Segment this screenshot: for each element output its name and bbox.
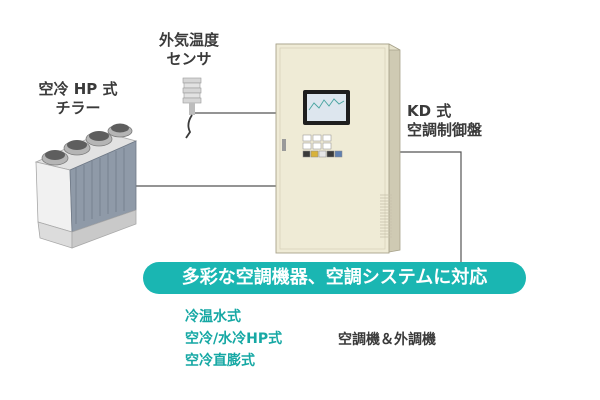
hvac-type-item: 冷温水式 (185, 309, 241, 325)
air-handler-type: 空調機＆外調機 (338, 332, 436, 348)
temperature-sensor-icon (182, 77, 202, 139)
panel-label-line-2: 空調制御盤 (407, 121, 483, 139)
hvac-type-list: 冷温水式 空冷/水冷HP式 空冷直膨式 (185, 306, 282, 372)
hvac-type-item: 空冷/水冷HP式 (185, 331, 283, 347)
chiller-label-line-1: 空冷 HP 式 (38, 80, 118, 98)
panel-label: KD 式 空調制御盤 (407, 102, 482, 140)
sensor-label-line-2: センサ (166, 50, 212, 68)
hvac-type-item: 空冷直膨式 (185, 353, 255, 369)
chiller-label: 空冷 HP 式 チラー (22, 80, 134, 118)
connection-lines (132, 112, 462, 262)
compatibility-banner: 多彩な空調機器、空調システムに対応 (143, 262, 526, 294)
panel-label-line-1: KD 式 (407, 102, 452, 120)
control-panel-icon (275, 43, 401, 254)
panel-to-banner-line (400, 151, 462, 262)
chiller-label-line-2: チラー (55, 99, 101, 117)
sensor-label-line-1: 外気温度 (158, 31, 219, 49)
sensor-label: 外気温度 センサ (146, 31, 232, 69)
chiller-unit-icon (34, 123, 138, 249)
